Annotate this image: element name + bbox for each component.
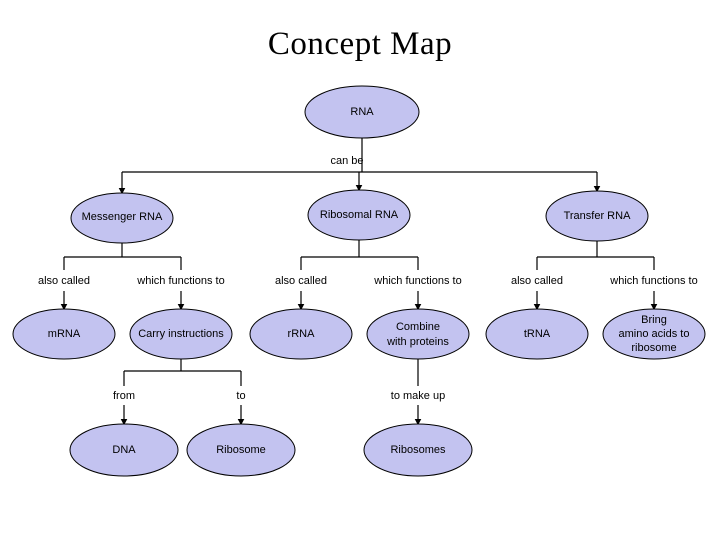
node-trna[interactable]: tRNA (485, 308, 589, 360)
node-mrna-label: mRNA (48, 328, 81, 340)
edge-label-from: from (113, 390, 135, 402)
edge-label-which-functions-to-ribosomal: which functions to (373, 275, 461, 287)
edge-group-ribosomal-branch (297, 240, 422, 311)
edge-label-also-called-messenger: also called (38, 275, 90, 287)
page-title: Concept Map (267, 26, 453, 62)
node-dna[interactable]: DNA (69, 423, 179, 477)
node-mrna[interactable]: mRNA (12, 308, 116, 360)
node-bring-amino-acids-line-2: amino acids to (619, 328, 690, 340)
edge-group-transfer-branch (533, 241, 658, 311)
node-carry-instructions-shape[interactable] (129, 308, 233, 360)
node-bring-amino-acids-line-3: ribosome (631, 342, 676, 354)
edge-label-to: to (236, 390, 245, 402)
edge-group-carry-branch (120, 359, 245, 426)
node-ribosome-shape[interactable] (186, 423, 296, 477)
node-ribosomal-rna-shape[interactable] (307, 189, 411, 241)
node-combine-with-proteins-line-2: with proteins (386, 336, 449, 348)
node-ribosomes[interactable]: Ribosomes (363, 423, 473, 477)
edge-label-which-functions-to-transfer: which functions to (609, 275, 697, 287)
node-rna-shape[interactable] (304, 85, 420, 139)
node-trna-shape[interactable] (485, 308, 589, 360)
node-combine-with-proteins-line-1: Combine (396, 321, 440, 333)
edge-label-also-called-transfer: also called (511, 275, 563, 287)
node-bring-amino-acids-to-ribosome[interactable]: Bring amino acids to ribosome (602, 308, 706, 360)
node-transfer-rna-label: Transfer RNA (564, 210, 631, 222)
node-rna-label: RNA (350, 106, 374, 118)
node-mrna-shape[interactable] (12, 308, 116, 360)
node-bring-amino-acids-shape[interactable] (602, 308, 706, 360)
edge-label-also-called-ribosomal: also called (275, 275, 327, 287)
node-ribosome-label: Ribosome (216, 444, 266, 456)
edge-group-messenger-branch (60, 243, 185, 311)
node-ribosomes-shape[interactable] (363, 423, 473, 477)
node-dna-label: DNA (112, 444, 136, 456)
node-ribosomal-rna[interactable]: Ribosomal RNA (307, 189, 411, 241)
node-ribosomal-rna-label: Ribosomal RNA (320, 209, 399, 221)
edge-label-can-be: can be (330, 155, 363, 167)
node-messenger-rna[interactable]: Messenger RNA (70, 192, 174, 244)
edge-label-which-functions-to-messenger: which functions to (136, 275, 224, 287)
node-rrna-shape[interactable] (249, 308, 353, 360)
edge-group-can-be (118, 138, 601, 195)
node-messenger-rna-label: Messenger RNA (82, 211, 163, 223)
node-combine-with-proteins[interactable]: Combine with proteins (366, 308, 470, 360)
node-combine-with-proteins-shape[interactable] (366, 308, 470, 360)
node-trna-label: tRNA (524, 328, 551, 340)
edge-label-to-make-up: to make up (391, 390, 445, 402)
node-transfer-rna[interactable]: Transfer RNA (545, 190, 649, 242)
node-rrna-label: rRNA (288, 328, 316, 340)
node-rrna[interactable]: rRNA (249, 308, 353, 360)
node-rna[interactable]: RNA (304, 85, 420, 139)
node-carry-instructions[interactable]: Carry instructions (129, 308, 233, 360)
node-bring-amino-acids-line-1: Bring (641, 314, 667, 326)
node-messenger-rna-shape[interactable] (70, 192, 174, 244)
node-dna-shape[interactable] (69, 423, 179, 477)
node-ribosomes-label: Ribosomes (390, 444, 446, 456)
node-ribosome[interactable]: Ribosome (186, 423, 296, 477)
node-transfer-rna-shape[interactable] (545, 190, 649, 242)
node-carry-instructions-label: Carry instructions (138, 328, 224, 340)
